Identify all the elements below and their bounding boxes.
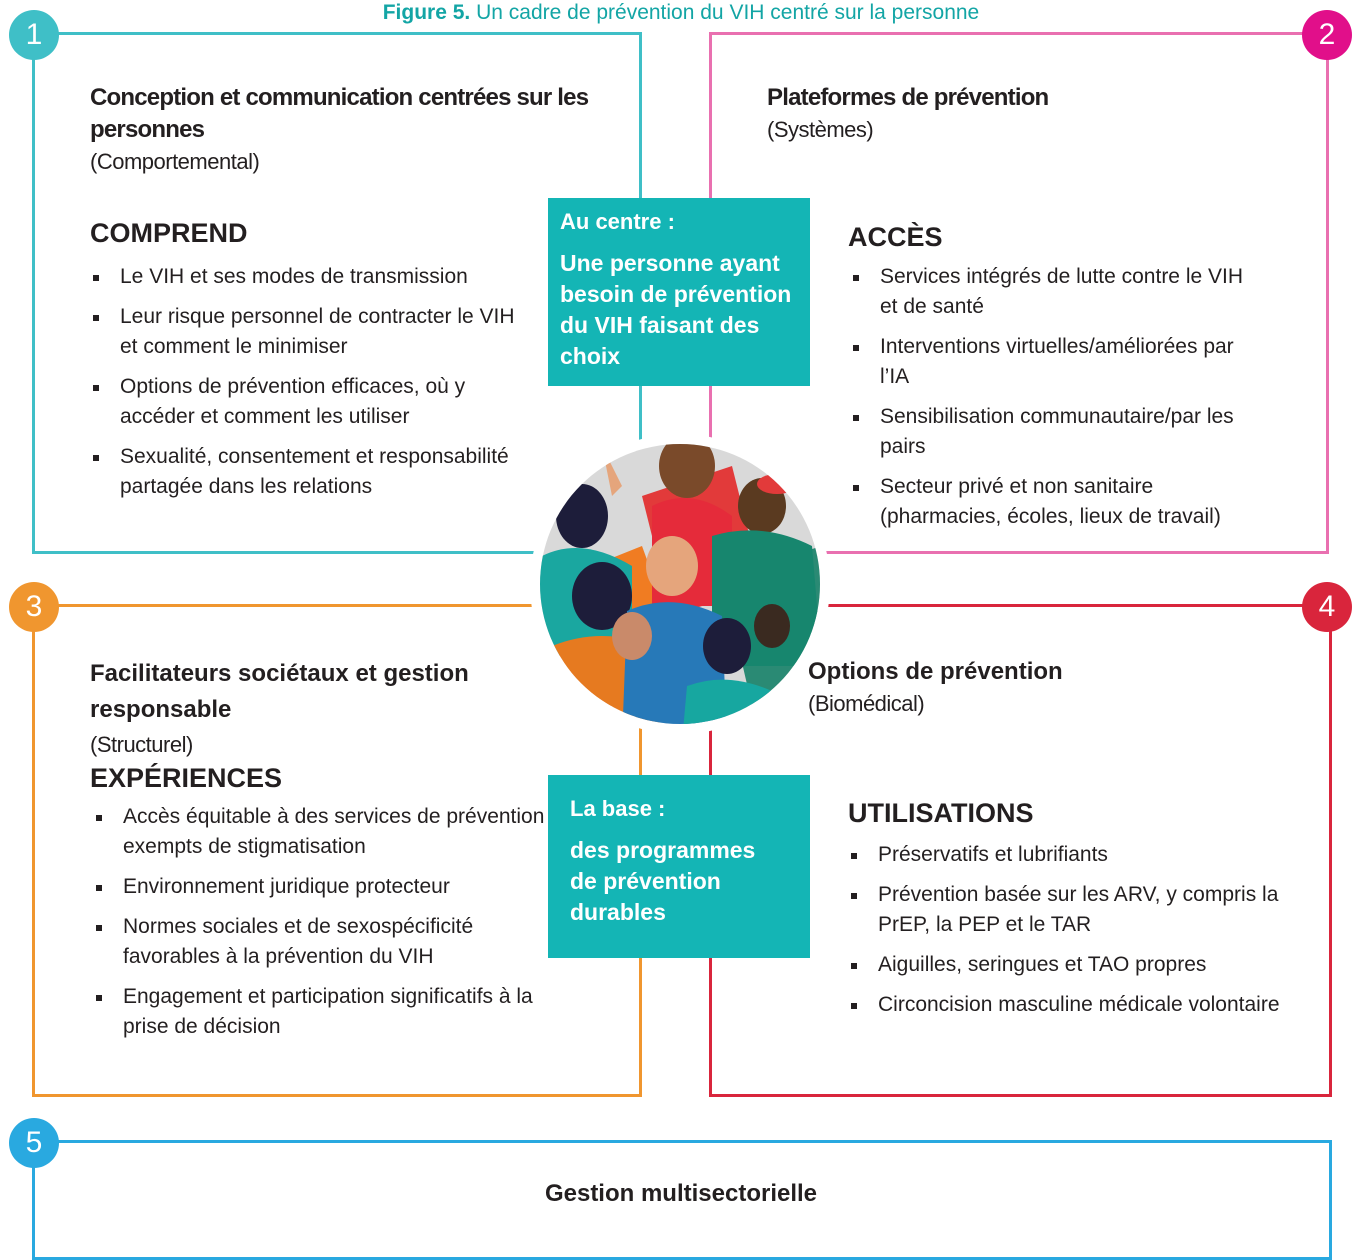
panel-2-subtitle: (Systèmes) [767, 117, 874, 142]
panel-1-number: 1 [9, 10, 59, 60]
list-item: Sensibilisation communautaire/par les pa… [850, 402, 1260, 462]
panel-2-heading: ACCÈS [848, 222, 943, 252]
list-item: Circoncision masculine médicale volontai… [848, 990, 1298, 1020]
center-bottom-body: des programmes de prévention durables [570, 837, 756, 925]
list-item: Environnement juridique protecteur [93, 872, 563, 902]
list-item: Options de prévention efficaces, où y ac… [90, 372, 530, 432]
center-bottom-lead: La base : [570, 796, 666, 821]
list-item: Interventions virtuelles/améliorées par … [850, 332, 1260, 392]
list-item: Le VIH et ses modes de transmission [90, 262, 530, 292]
figure-label: Figure 5. [382, 1, 471, 24]
panel-3-subtitle: (Structurel) [90, 732, 193, 757]
panel-4-subtitle: (Biomédical) [808, 691, 925, 716]
panel-1-list: Le VIH et ses modes de transmission Leur… [90, 262, 530, 512]
panel-5-number: 5 [9, 1118, 59, 1168]
list-item: Préservatifs et lubrifiants [848, 840, 1298, 870]
list-item: Prévention basée sur les ARV, y compris … [848, 880, 1298, 940]
figure-title: Un cadre de prévention du VIH centré sur… [476, 1, 980, 24]
panel-4-title: Options de prévention [808, 658, 1063, 685]
panel-1-heading: COMPREND [90, 218, 248, 248]
figure-caption: Figure 5. Un cadre de prévention du VIH … [0, 0, 1362, 26]
list-item: Leur risque personnel de contracter le V… [90, 302, 530, 362]
list-item: Normes sociales et de sexospécificité fa… [93, 912, 563, 972]
panel-4-number: 4 [1302, 582, 1352, 632]
panel-4-heading: UTILISATIONS [848, 798, 1034, 828]
panel-3-number: 3 [9, 582, 59, 632]
panel-2-list: Services intégrés de lutte contre le VIH… [850, 262, 1260, 542]
crowd-illustration-icon [530, 434, 830, 734]
list-item: Services intégrés de lutte contre le VIH… [850, 262, 1260, 322]
panel-2-title: Plateformes de prévention [767, 84, 1049, 111]
center-top-body: Une personne ayant besoin de prévention … [560, 250, 792, 369]
panel-2-number: 2 [1302, 10, 1352, 60]
panel-3-title: Facilitateurs sociétaux et gestion respo… [90, 660, 469, 723]
center-bottom-box: La base : des programmes de prévention d… [548, 775, 810, 958]
panel-1-subtitle: (Comportemental) [90, 149, 260, 174]
list-item: Secteur privé et non sanitaire (pharmaci… [850, 472, 1260, 532]
panel-1-title: Conception et communication centrées sur… [90, 84, 589, 143]
list-item: Sexualité, consentement et responsabilit… [90, 442, 530, 502]
list-item: Accès équitable à des services de préven… [93, 802, 563, 862]
panel-4-list: Préservatifs et lubrifiants Prévention b… [848, 840, 1298, 1030]
panel-3-heading: EXPÉRIENCES [90, 763, 283, 793]
panel-5-title: Gestion multisectorielle [544, 1180, 818, 1207]
center-top-lead: Au centre : [560, 209, 675, 234]
list-item: Engagement et participation significatif… [93, 982, 563, 1042]
panel-3-list: Accès équitable à des services de préven… [93, 802, 563, 1052]
list-item: Aiguilles, seringues et TAO propres [848, 950, 1298, 980]
center-top-box: Au centre : Une personne ayant besoin de… [548, 198, 810, 386]
